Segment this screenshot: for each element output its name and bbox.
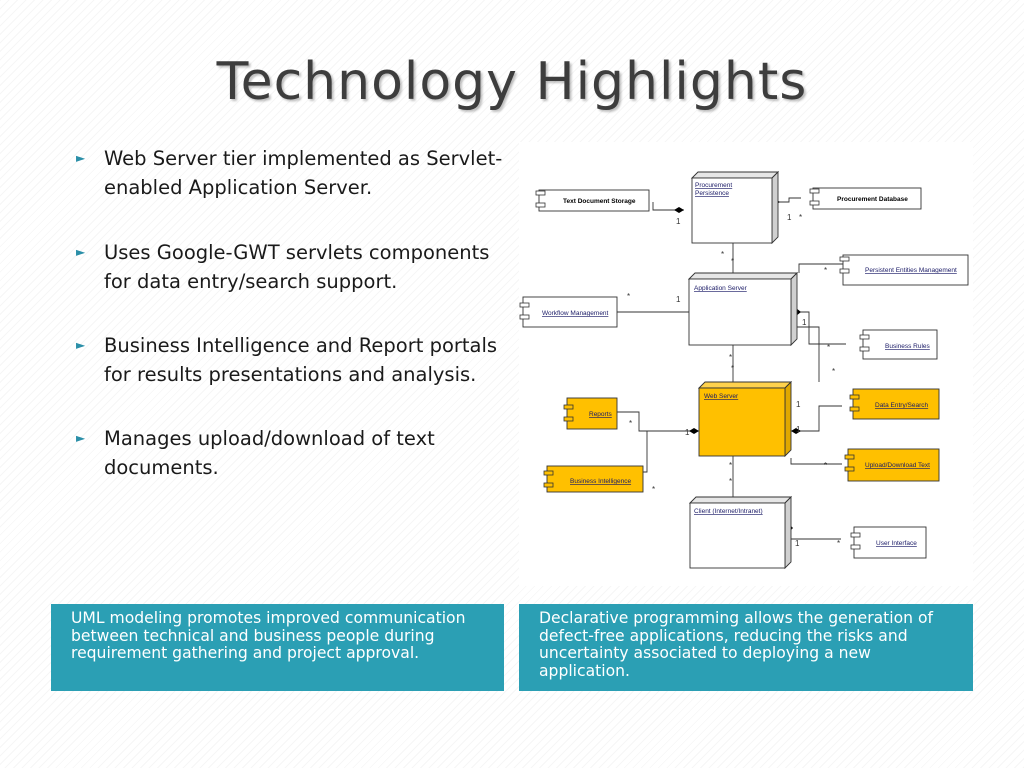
component-procurement-database: Procurement Database	[809, 187, 922, 210]
bullet-item: ► Business Intelligence and Report portal…	[76, 331, 506, 389]
bullet-arrow-icon: ►	[76, 245, 86, 259]
node-label: Client (Internet/Intranet)	[694, 508, 763, 515]
component-business-rules: Business Rules	[859, 329, 938, 360]
multiplicity-label: *	[832, 367, 835, 376]
component-label: Procurement Database	[837, 196, 908, 203]
bullet-arrow-icon: ►	[76, 338, 86, 352]
component-data-entry-search: Data Entry/Search	[849, 388, 940, 420]
node-web-server: Web Server	[697, 380, 793, 458]
multiplicity-label: 1	[796, 425, 801, 434]
component-text-document-storage: Text Document Storage	[535, 189, 650, 212]
bullet-text: Manages upload/download of text document…	[104, 427, 435, 479]
multiplicity-label: 1	[802, 318, 807, 327]
multiplicity-label: *	[824, 461, 827, 470]
multiplicity-label: 1	[787, 213, 792, 222]
bullet-text: Uses Google-GWT servlets components for …	[104, 241, 490, 293]
multiplicity-label: *	[731, 364, 734, 373]
component-label: Data Entry/Search	[875, 402, 928, 409]
multiplicity-label: *	[652, 485, 655, 494]
component-label: Upload/Download Text	[865, 462, 930, 469]
component-label: Business Intelligence	[570, 478, 631, 485]
multiplicity-label: *	[827, 343, 830, 352]
component-label: Workflow Management	[542, 310, 609, 317]
node-client: Client (Internet/Intranet)	[688, 495, 793, 570]
multiplicity-label: *	[729, 477, 732, 486]
component-label: Reports	[589, 411, 613, 418]
bullet-arrow-icon: ►	[76, 431, 86, 445]
multiplicity-label: *	[799, 213, 802, 222]
multiplicity-label: *	[729, 353, 732, 362]
multiplicity-label: *	[824, 266, 827, 275]
multiplicity-label: *	[837, 539, 840, 548]
bullet-item: ► Uses Google-GWT servlets components for…	[76, 238, 506, 296]
component-label: Persistent Entities Management	[865, 267, 957, 274]
multiplicity-label: 1	[676, 217, 681, 226]
multiplicity-label: 1	[795, 539, 800, 548]
multiplicity-label: *	[731, 257, 734, 266]
multiplicity-label: *	[729, 461, 732, 470]
multiplicity-label: 1	[796, 400, 801, 409]
multiplicity-label: 1	[676, 295, 681, 304]
declarative-programming-callout: Declarative programming allows the gener…	[519, 604, 973, 691]
bullet-list: ► Web Server tier implemented as Servlet-…	[76, 144, 506, 482]
bullet-item: ► Manages upload/download of text documen…	[76, 424, 506, 482]
bullet-text: Web Server tier implemented as Servlet-e…	[104, 147, 503, 199]
multiplicity-label: *	[627, 292, 630, 301]
component-upload-download-text: Upload/Download Text	[844, 448, 940, 482]
node-application-server: Application Server	[687, 271, 799, 347]
component-label: User Interface	[876, 540, 917, 547]
component-business-intelligence: Business Intelligence	[543, 465, 644, 493]
uml-deployment-diagram: 1 1 * * * * * 1 1 1 * * * * * 1 1 1 * * …	[519, 142, 973, 586]
multiplicity-label: *	[721, 250, 724, 259]
uml-modeling-callout: UML modeling promotes improved communica…	[51, 604, 504, 691]
component-user-interface: User Interface	[850, 526, 927, 559]
component-label: Text Document Storage	[563, 198, 636, 205]
component-label: Business Rules	[885, 343, 931, 350]
multiplicity-label: 1	[685, 428, 690, 437]
node-label: Web Server	[704, 393, 739, 400]
component-persistent-entities-management: Persistent Entities Management	[839, 254, 969, 286]
multiplicity-label: *	[629, 419, 632, 428]
component-workflow-management: Workflow Management	[519, 296, 618, 328]
bullet-text: Business Intelligence and Report portals…	[104, 334, 498, 386]
node-label: Application Server	[694, 285, 748, 292]
slide-title: Technology Highlights	[216, 52, 808, 112]
bullet-item: ► Web Server tier implemented as Servlet-…	[76, 144, 506, 202]
component-reports: Reports	[563, 397, 618, 430]
bullet-arrow-icon: ►	[76, 151, 86, 165]
